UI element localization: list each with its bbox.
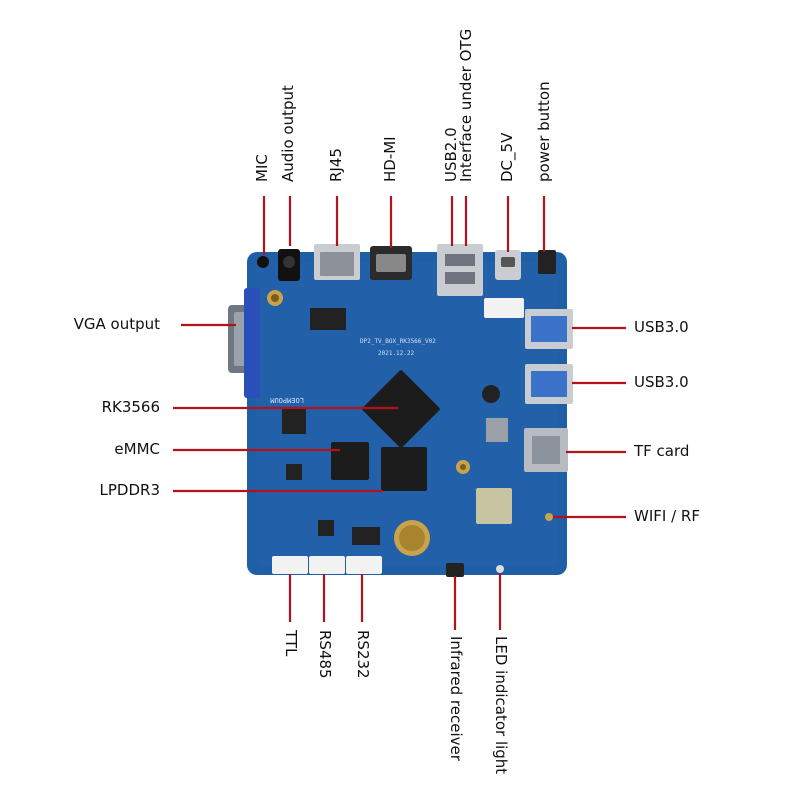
label-vga-output: VGA output	[73, 315, 160, 333]
led	[496, 565, 504, 573]
label-mic: MIC	[253, 154, 271, 182]
rk3566-chip	[362, 370, 440, 448]
label-usb3-top: USB3.0	[634, 318, 689, 336]
transformer	[310, 308, 346, 330]
small-connector	[484, 298, 524, 318]
mic-jack	[257, 256, 269, 268]
ttl-connector	[272, 556, 308, 574]
pointer-lines	[173, 196, 626, 630]
lpddr3-chip	[381, 447, 427, 491]
silkscreen-date: 2021.12.22	[378, 350, 415, 357]
label-dc-5v: DC_5V	[498, 132, 516, 182]
wifi-module	[476, 488, 512, 524]
label-emmc: eMMC	[114, 440, 160, 458]
emmc-chip	[331, 442, 369, 480]
capacitor	[482, 385, 500, 403]
label-led-indicator: LED indicator light	[492, 636, 510, 775]
label-power-button: power button	[535, 81, 553, 182]
label-otg-interface: Interface under OTG	[457, 28, 475, 182]
label-wifi-rf: WIFI / RF	[634, 507, 700, 525]
label-ttl: TTL	[282, 630, 300, 657]
silkscreen-logo: LOEMPOUM	[270, 396, 304, 404]
label-rs485: RS485	[316, 630, 334, 679]
usb2-otg-port	[437, 244, 483, 296]
label-lpddr3: LPDDR3	[99, 481, 160, 499]
vga-bracket	[244, 288, 260, 398]
label-rj45: RJ45	[327, 148, 345, 182]
label-infrared-receiver: Infrared receiver	[447, 636, 465, 761]
label-rs232: RS232	[354, 630, 372, 679]
label-tf-card: TF card	[634, 442, 690, 460]
ir-receiver	[446, 563, 464, 577]
rs485-connector	[309, 556, 345, 574]
power-button	[538, 250, 556, 274]
label-hdmi: HD-MI	[381, 136, 399, 182]
rf-connector	[545, 513, 553, 521]
silkscreen-model: DP2_TV_BOX_RK3566_V02	[360, 338, 436, 345]
label-usb3-bottom: USB3.0	[634, 373, 689, 391]
rs232-connector	[346, 556, 382, 574]
label-rk3566: RK3566	[101, 398, 160, 416]
label-audio-output: Audio output	[279, 85, 297, 182]
